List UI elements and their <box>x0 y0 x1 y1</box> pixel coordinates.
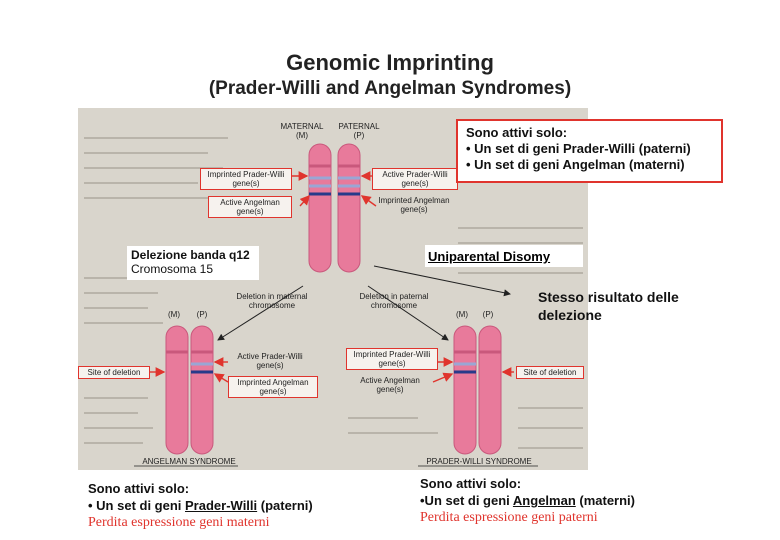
label-p-right: (P) <box>482 310 494 319</box>
arrow-to-angelman <box>217 285 304 341</box>
top-summary-line-3: • Un set di geni Angelman (materni) <box>466 157 685 172</box>
bottom-right-line-2: •Un set di geni Angelman (materni) <box>420 493 635 508</box>
label-site-of-deletion-right: Site of deletion <box>516 366 584 379</box>
same-result-note: Stesso risultato delle delezione <box>538 289 679 323</box>
top-summary-line-2: • Un set di geni Prader-Willi (paterni) <box>466 141 691 156</box>
label-angelman-syndrome: ANGELMAN SYNDROME <box>142 457 236 466</box>
arrow-uniparental <box>373 265 511 297</box>
bottom-right-line-1: Sono attivi solo: <box>420 476 522 491</box>
label-p-left: (P) <box>196 310 208 319</box>
bottom-left-line-2: • Un set di geni Prader-Willi (paterni) <box>88 498 313 513</box>
delezione-box: Delezione banda q12 Cromosoma 15 <box>127 246 259 280</box>
bottom-right-note: Sono attivi solo: •Un set di geni Angelm… <box>420 475 680 526</box>
top-chromosome-paternal <box>337 143 361 273</box>
figure-drawing <box>84 137 583 467</box>
label-site-of-deletion-left: Site of deletion <box>78 366 150 379</box>
arrow-to-prader-willi <box>367 285 449 341</box>
angelman-chromosome-m <box>165 325 189 455</box>
angelman-chromosome-p <box>190 325 214 455</box>
top-summary-line-1: Sono attivi solo: <box>466 125 568 140</box>
bottom-left-line-1: Sono attivi solo: <box>88 481 190 496</box>
label-m-left: (M) <box>168 310 180 319</box>
background-text-texture <box>84 137 583 449</box>
bottom-left-loss-note: Perdita espressione geni materni <box>88 515 270 530</box>
label-maternal: MATERNAL(M) <box>280 122 324 140</box>
top-chromosome-maternal <box>308 143 332 273</box>
title-line-1: Genomic Imprinting <box>286 50 494 75</box>
prader-willi-chromosome-p <box>478 325 502 455</box>
label-m-right: (M) <box>456 310 468 319</box>
title-line-2: (Prader-Willi and Angelman Syndromes) <box>208 78 572 99</box>
uniparental-disomy-label: Uniparental Disomy <box>425 245 583 267</box>
top-summary-box: Sono attivi solo: • Un set di geni Prade… <box>456 119 723 183</box>
label-paternal: PATERNAL(P) <box>338 122 380 140</box>
prader-willi-chromosome-m <box>453 325 477 455</box>
bottom-left-note: Sono attivi solo: • Un set di geni Prade… <box>88 480 368 531</box>
label-prader-willi-syndrome: PRADER-WILLI SYNDROME <box>426 457 532 466</box>
bottom-right-loss-note: Perdita espressione geni paterni <box>420 510 598 525</box>
